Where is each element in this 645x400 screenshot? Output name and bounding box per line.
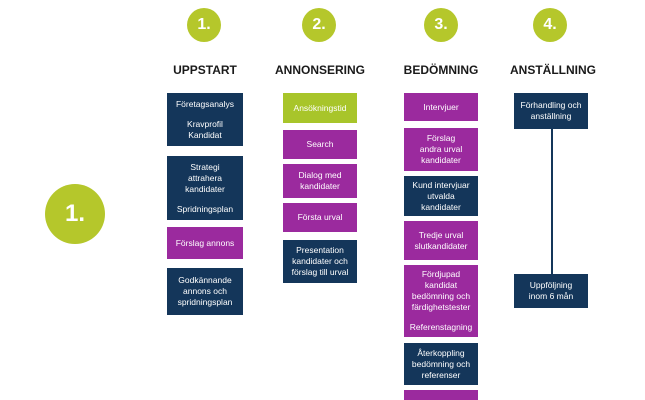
box-line: Förhandling och bbox=[520, 100, 582, 110]
box-kund-intervjuar: Kund intervjuar utvalda kandidater bbox=[404, 176, 478, 216]
box-forsta-urval: Första urval bbox=[283, 203, 357, 232]
box-line: Search bbox=[306, 139, 334, 149]
box-intervjuer: Intervjuer bbox=[404, 93, 478, 121]
box-line: Förslag annons bbox=[175, 237, 235, 248]
column-heading-anstallning: ANSTÄLLNING bbox=[510, 63, 596, 77]
box-line: kandidater bbox=[421, 201, 461, 212]
box-foretagsanalys: Företagsanalys Kravprofil Kandidat bbox=[167, 93, 243, 146]
box-line: Kravprofil bbox=[187, 118, 223, 129]
box-line: Ansökningstid bbox=[293, 102, 347, 113]
big-step-circle: 1. bbox=[45, 184, 105, 244]
box-line: utvalda bbox=[427, 190, 455, 201]
step-number-4: 4. bbox=[543, 16, 557, 33]
box-line: kandidat bbox=[424, 280, 458, 290]
column-heading-uppstart: UPPSTART bbox=[173, 63, 237, 77]
step-circle-4: 4. bbox=[533, 8, 567, 42]
box-line: kandidater och bbox=[292, 256, 348, 266]
box-aterkoppling: Återkoppling bedömning och referenser bbox=[404, 343, 478, 385]
box-ansokningstid: Ansökningstid bbox=[283, 93, 357, 123]
box-strategi: Strategi attrahera kandidater Spridnings… bbox=[167, 156, 243, 220]
box-line: attrahera bbox=[187, 172, 223, 183]
box-line: Första urval bbox=[297, 212, 343, 222]
box-line: annons och bbox=[183, 286, 227, 296]
step-circle-1: 1. bbox=[187, 8, 221, 42]
box-line: Kandidat bbox=[188, 129, 222, 140]
box-line: slutkandidater bbox=[414, 240, 468, 251]
step-circle-3: 3. bbox=[424, 8, 458, 42]
box-line: Fördjupad bbox=[421, 269, 461, 279]
box-line: kandidater bbox=[421, 155, 461, 165]
box-line: Spridningsplan bbox=[176, 203, 234, 214]
box-line: referenser bbox=[421, 369, 461, 380]
step-number-3: 3. bbox=[434, 16, 448, 33]
box-line: Strategi bbox=[190, 161, 220, 172]
box-dialog: Dialog med kandidater bbox=[283, 164, 357, 198]
box-line: Godkännande bbox=[178, 275, 232, 285]
box-line: inom 6 mån bbox=[528, 291, 574, 301]
box-line: Intervjuer bbox=[423, 101, 459, 112]
box-line: Dialog med bbox=[298, 170, 342, 180]
box-line: bedömning och bbox=[411, 358, 471, 369]
column-heading-annonsering: ANNONSERING bbox=[274, 63, 365, 77]
box-line: Referenstagning bbox=[409, 322, 473, 332]
big-step-number: 1. bbox=[64, 200, 85, 227]
box-line: kandidater bbox=[300, 181, 340, 191]
box-forhandling: Förhandling och anställning bbox=[514, 93, 588, 129]
box-line: andra urval bbox=[419, 144, 463, 154]
box-line: kandidater bbox=[185, 183, 225, 194]
box-line: Presentation bbox=[296, 245, 344, 255]
box-line: Kund intervjuar bbox=[412, 179, 470, 190]
box-line: förslag till urval bbox=[291, 267, 349, 277]
box-forslag-annons: Förslag annons bbox=[167, 227, 243, 259]
box-uppfoljning: Uppföljning inom 6 mån bbox=[514, 274, 588, 308]
connector-line bbox=[551, 128, 553, 274]
box-line: Uppföljning bbox=[529, 280, 573, 290]
box-godkannande: Godkännande annons och spridningsplan bbox=[167, 268, 243, 315]
box-line: Tredje urval bbox=[418, 229, 464, 240]
box-line: Återkoppling bbox=[417, 347, 465, 358]
column-heading-bedomning: BEDÖMNING bbox=[403, 63, 479, 77]
box-presentation: Presentation kandidater och förslag till… bbox=[283, 240, 357, 283]
box-search: Search bbox=[283, 130, 357, 159]
step-circle-2: 2. bbox=[302, 8, 336, 42]
box-forslag-andra-urval: Förslag andra urval kandidater bbox=[404, 128, 478, 171]
box-tredje-urval: Tredje urval slutkandidater bbox=[404, 221, 478, 260]
box-line: Företagsanalys bbox=[175, 98, 235, 109]
box-line: spridningsplan bbox=[177, 297, 233, 307]
box-fordjupad: Fördjupad kandidat bedömning och färdigh… bbox=[404, 265, 478, 337]
box-line: Förslag bbox=[426, 133, 456, 143]
step-number-2: 2. bbox=[312, 16, 326, 33]
box-line: anställning bbox=[530, 111, 572, 121]
box-cut-off bbox=[404, 390, 478, 400]
box-line: färdighetstester bbox=[411, 302, 471, 312]
step-number-1: 1. bbox=[197, 16, 211, 33]
box-line: bedömning och bbox=[411, 291, 471, 301]
